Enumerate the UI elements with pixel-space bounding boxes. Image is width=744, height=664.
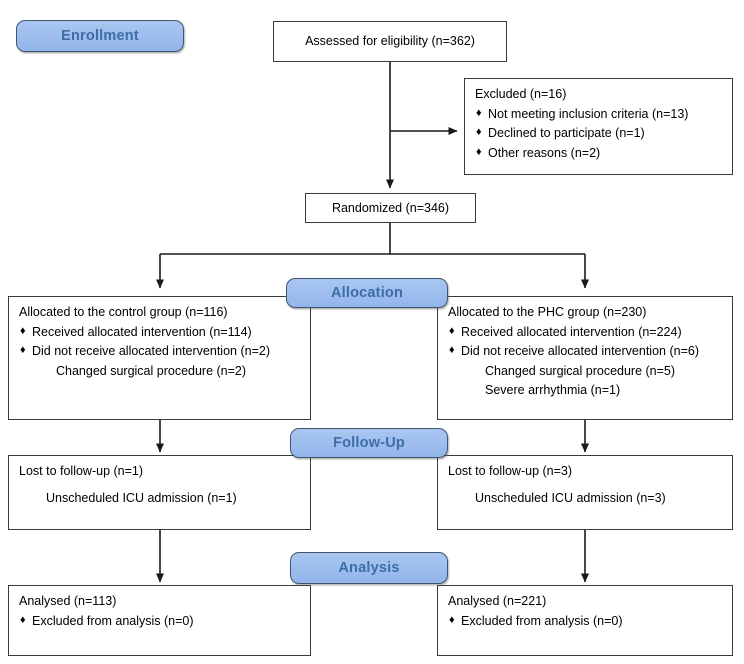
list-item: ♦ Received allocated intervention (n=114… — [19, 324, 300, 339]
node-followup-control: Lost to follow-up (n=1) Unscheduled ICU … — [8, 455, 311, 530]
node-allocated-control-subline: Changed surgical procedure (n=2) — [56, 363, 247, 378]
node-analysed-phc: Analysed (n=221) ♦ Excluded from analysi… — [437, 585, 733, 656]
stage-label-analysis: Analysis — [290, 552, 448, 584]
node-allocated-phc-subline-1: Changed surgical procedure (n=5) — [485, 363, 676, 378]
node-assessed-title: Assessed for eligibility (n=362) — [305, 34, 475, 49]
node-allocated-phc-title: Allocated to the PHC group (n=230) — [448, 305, 647, 319]
list-item-label: Not meeting inclusion criteria (n=13) — [488, 106, 689, 121]
node-followup-control-title: Lost to follow-up (n=1) — [19, 464, 144, 478]
node-followup-phc-title: Lost to follow-up (n=3) — [448, 464, 573, 478]
node-analysed-control-bullet-list: ♦ Excluded from analysis (n=0) — [19, 613, 300, 628]
node-excluded-title: Excluded (n=16) — [475, 87, 567, 101]
node-analysed-control: Analysed (n=113) ♦ Excluded from analysi… — [8, 585, 311, 656]
list-item-label: Declined to participate (n=1) — [488, 126, 645, 140]
stage-label-allocation: Allocation — [286, 278, 448, 308]
node-excluded: Excluded (n=16) ♦ Not meeting inclusion … — [464, 78, 733, 175]
node-randomized: Randomized (n=346) — [305, 193, 476, 223]
list-item-label: Did not receive allocated intervention (… — [32, 344, 270, 358]
list-item-label: Received allocated intervention (n=224) — [461, 324, 682, 339]
list-item-label: Excluded from analysis (n=0) — [461, 613, 623, 628]
list-item: ♦ Other reasons (n=2) — [475, 145, 722, 160]
list-item: ♦ Excluded from analysis (n=0) — [448, 613, 722, 628]
node-excluded-bullet-list: ♦ Not meeting inclusion criteria (n=13) … — [475, 106, 722, 160]
bullet-diamond-icon: ♦ — [476, 145, 482, 158]
node-analysed-control-title: Analysed (n=113) — [19, 594, 117, 608]
list-item: ♦ Did not receive allocated intervention… — [19, 344, 300, 358]
node-allocated-phc-bullet-list: ♦ Received allocated intervention (n=224… — [448, 324, 722, 358]
node-randomized-title: Randomized (n=346) — [331, 200, 450, 215]
node-allocated-control-title: Allocated to the control group (n=116) — [19, 305, 228, 319]
stage-label-allocation-text: Allocation — [330, 285, 404, 301]
bullet-diamond-icon: ♦ — [476, 126, 482, 138]
list-item-label: Did not receive allocated intervention (… — [461, 344, 699, 358]
bullet-diamond-icon: ♦ — [449, 613, 455, 626]
list-item: ♦ Excluded from analysis (n=0) — [19, 613, 300, 628]
list-item-label: Excluded from analysis (n=0) — [32, 613, 194, 628]
stage-label-analysis-text: Analysis — [338, 560, 400, 576]
node-assessed-for-eligibility: Assessed for eligibility (n=362) — [273, 21, 507, 62]
bullet-diamond-icon: ♦ — [20, 344, 26, 356]
stage-label-enrollment-text: Enrollment — [61, 28, 139, 44]
node-followup-control-subline: Unscheduled ICU admission (n=1) — [46, 490, 237, 505]
list-item: ♦ Received allocated intervention (n=224… — [448, 324, 722, 339]
bullet-diamond-icon: ♦ — [20, 613, 26, 626]
list-item: ♦ Did not receive allocated intervention… — [448, 344, 722, 358]
node-followup-phc: Lost to follow-up (n=3) Unscheduled ICU … — [437, 455, 733, 530]
list-item: ♦ Not meeting inclusion criteria (n=13) — [475, 106, 722, 121]
node-allocated-control: Allocated to the control group (n=116) ♦… — [8, 296, 311, 420]
node-allocated-phc-subline-2: Severe arrhythmia (n=1) — [485, 383, 621, 397]
node-analysed-phc-title: Analysed (n=221) — [448, 594, 547, 608]
node-followup-phc-subline: Unscheduled ICU admission (n=3) — [475, 490, 666, 505]
list-item-label: Other reasons (n=2) — [488, 145, 601, 160]
list-item: ♦ Declined to participate (n=1) — [475, 126, 722, 140]
node-analysed-phc-bullet-list: ♦ Excluded from analysis (n=0) — [448, 613, 722, 628]
list-item-label: Received allocated intervention (n=114) — [32, 324, 252, 339]
bullet-diamond-icon: ♦ — [20, 324, 26, 337]
node-allocated-phc: Allocated to the PHC group (n=230) ♦ Rec… — [437, 296, 733, 420]
bullet-diamond-icon: ♦ — [449, 344, 455, 356]
bullet-diamond-icon: ♦ — [476, 106, 482, 119]
stage-label-followup-text: Follow-Up — [333, 435, 405, 451]
stage-label-followup: Follow-Up — [290, 428, 448, 458]
bullet-diamond-icon: ♦ — [449, 324, 455, 337]
stage-label-enrollment: Enrollment — [16, 20, 184, 52]
node-allocated-control-bullet-list: ♦ Received allocated intervention (n=114… — [19, 324, 300, 358]
